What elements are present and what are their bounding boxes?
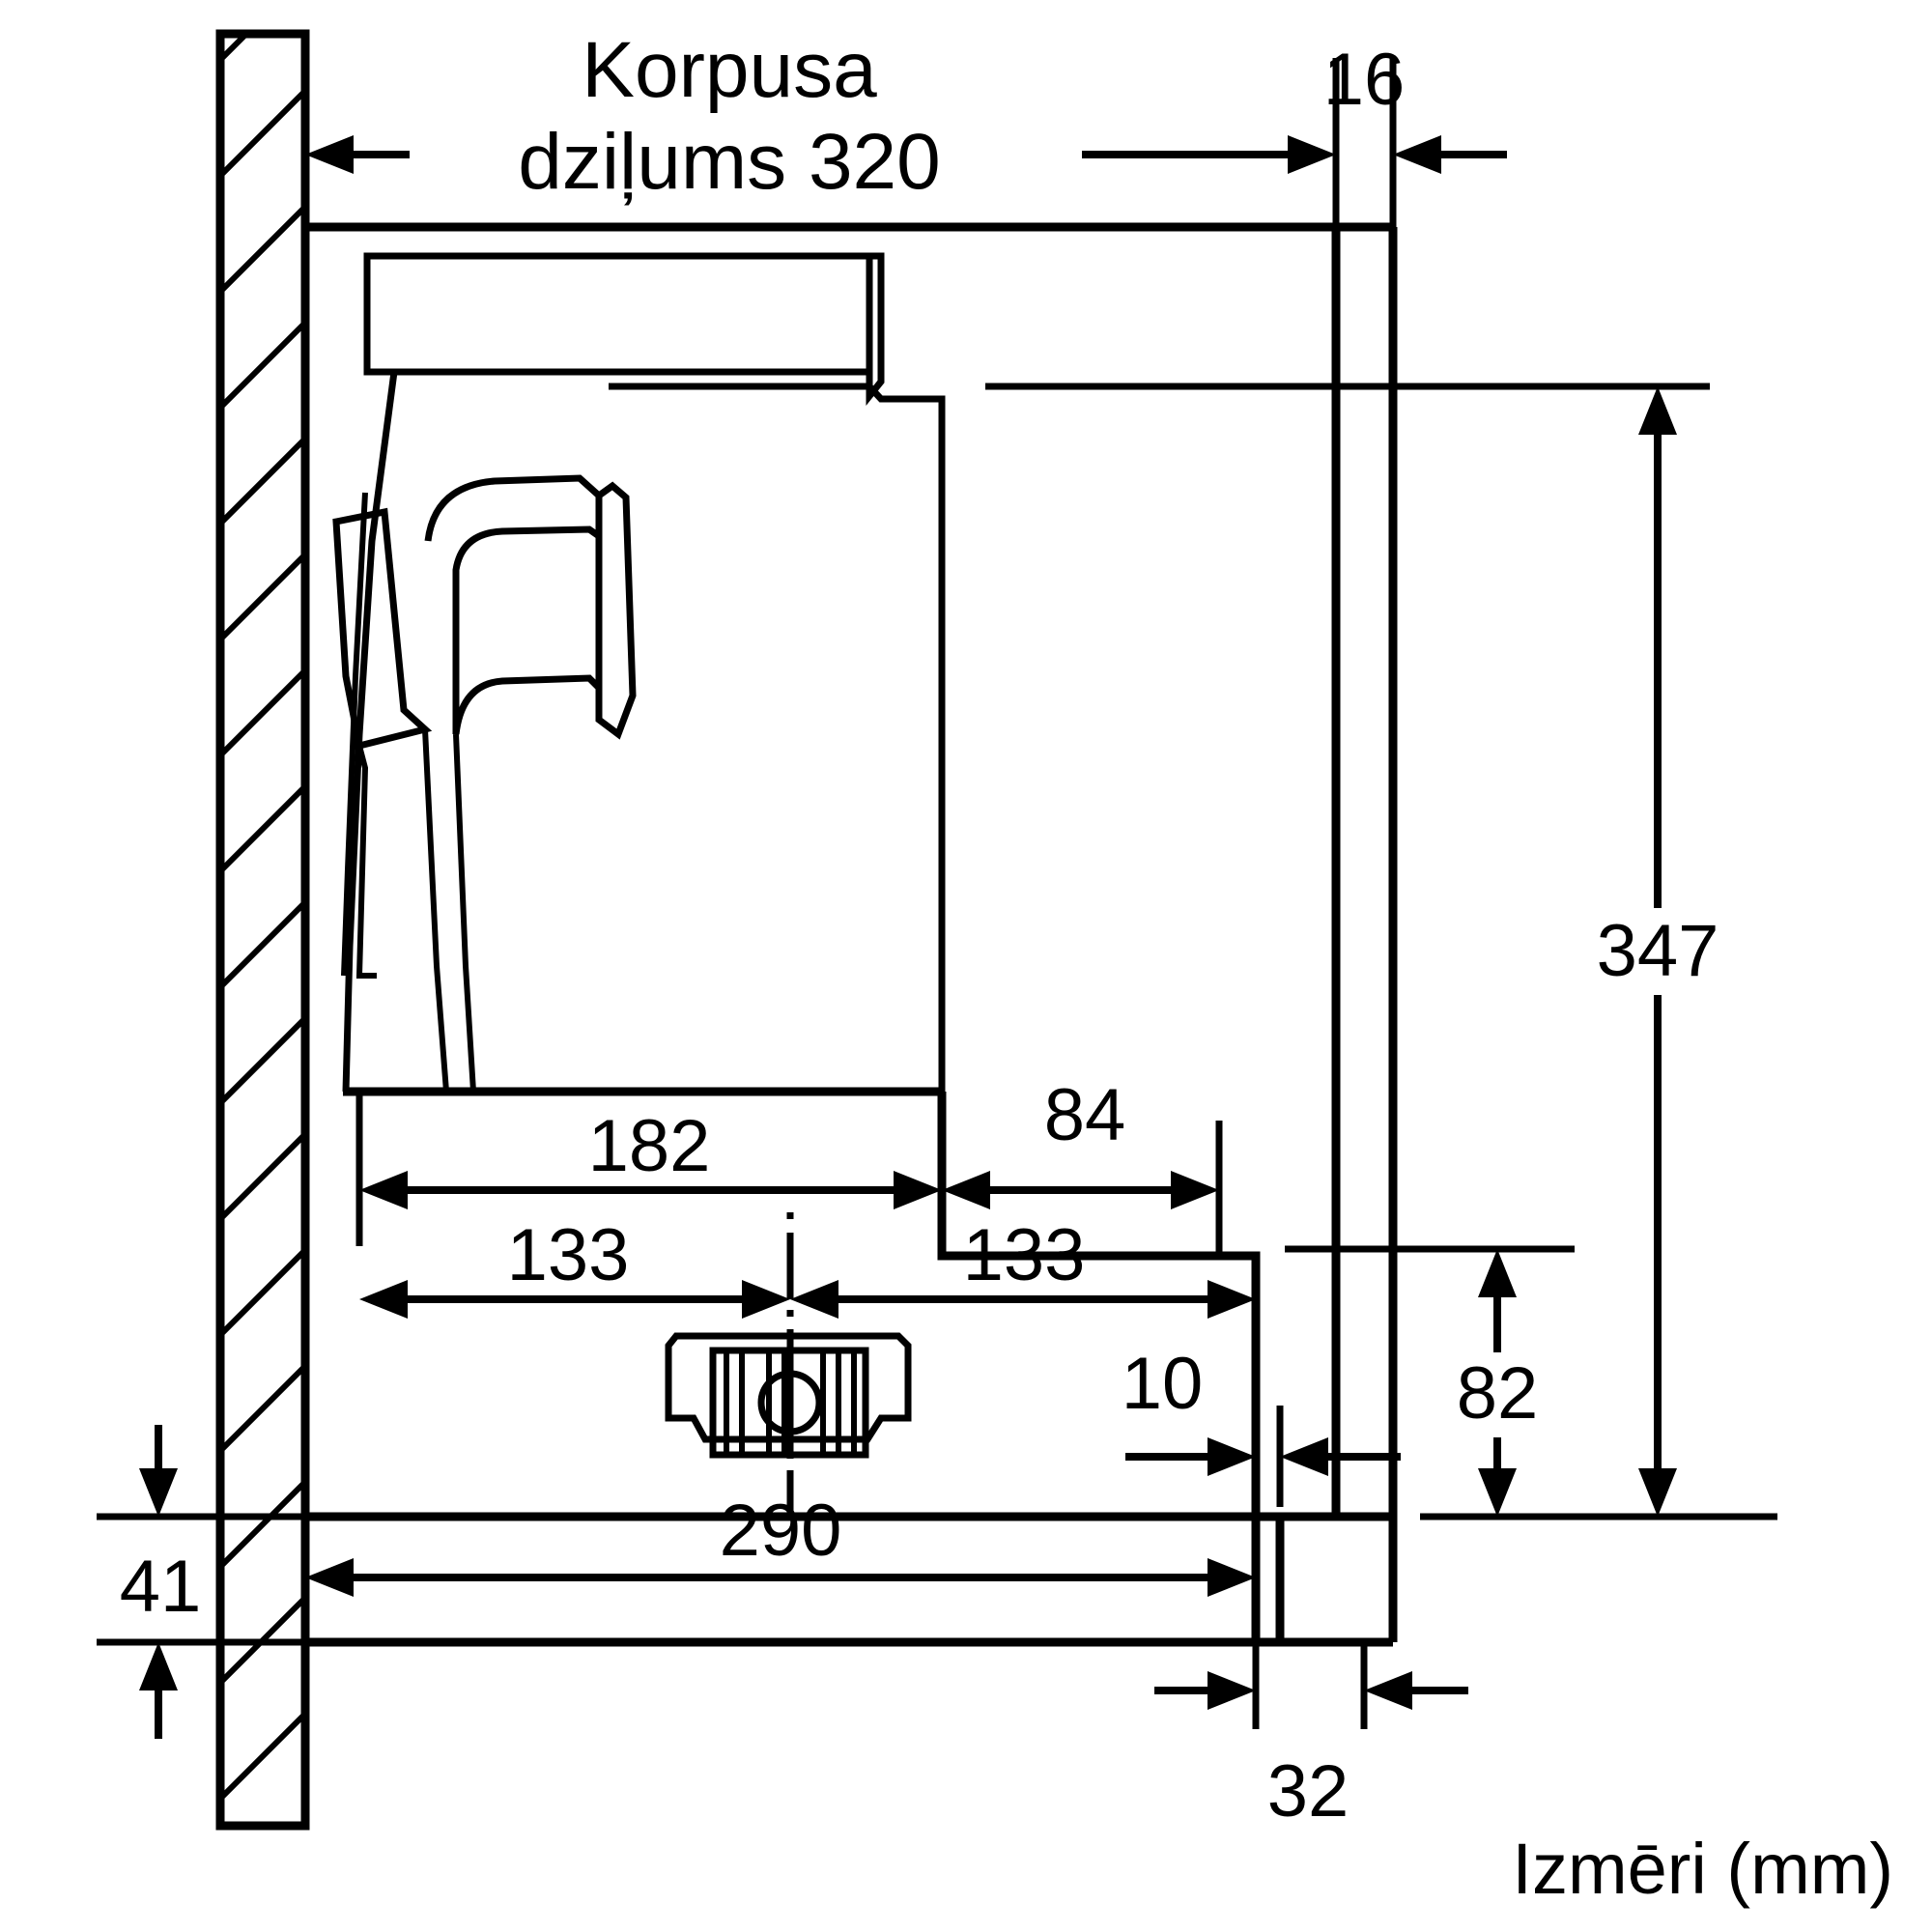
dim-347-group: 347 bbox=[985, 383, 1777, 1520]
hood-appliance-body bbox=[341, 252, 1261, 1517]
dim-290-group: 290 bbox=[305, 1490, 1256, 1597]
depth-arrow-head bbox=[305, 135, 354, 174]
dim-182-group: 182 bbox=[355, 1092, 942, 1246]
dim-133-right-group: 133 bbox=[790, 1214, 1256, 1319]
title-line-1: Korpusa bbox=[582, 26, 877, 114]
dim-133-left-group: 133 bbox=[359, 1214, 790, 1319]
dim-10-label: 10 bbox=[1122, 1343, 1204, 1425]
dim-133-left-label: 133 bbox=[507, 1214, 630, 1296]
wall-hatching bbox=[220, 34, 305, 1826]
dim-16-label: 16 bbox=[1323, 39, 1406, 121]
dim-16-group: 16 bbox=[1082, 39, 1507, 227]
units-note: Izmēri (mm) bbox=[1512, 1829, 1893, 1909]
pullout-visor-assembly bbox=[332, 474, 637, 1093]
dim-32-label: 32 bbox=[1267, 1750, 1350, 1833]
dim-84-label: 84 bbox=[1044, 1074, 1126, 1156]
wall-section bbox=[215, 29, 310, 1831]
cabinet-carcass bbox=[305, 222, 1398, 1647]
cabinet-depth-annotation: Korpusa dziļums 320 bbox=[305, 26, 941, 206]
dim-290-label: 290 bbox=[720, 1490, 842, 1572]
dim-41-group: 41 bbox=[97, 1425, 305, 1739]
dim-133-right-label: 133 bbox=[963, 1214, 1086, 1296]
dim-84-group: 84 bbox=[942, 1074, 1223, 1256]
dim-82-group: 82 bbox=[1285, 1245, 1575, 1517]
dim-182-label: 182 bbox=[588, 1105, 711, 1187]
title-line-2: dziļums 320 bbox=[518, 118, 941, 206]
dim-32-group: 32 bbox=[1154, 1642, 1468, 1833]
dim-10-group: 10 bbox=[1122, 1343, 1401, 1507]
dim-347-label: 347 bbox=[1597, 910, 1719, 992]
dim-41-label: 41 bbox=[120, 1546, 202, 1628]
dim-82-label: 82 bbox=[1457, 1352, 1539, 1435]
